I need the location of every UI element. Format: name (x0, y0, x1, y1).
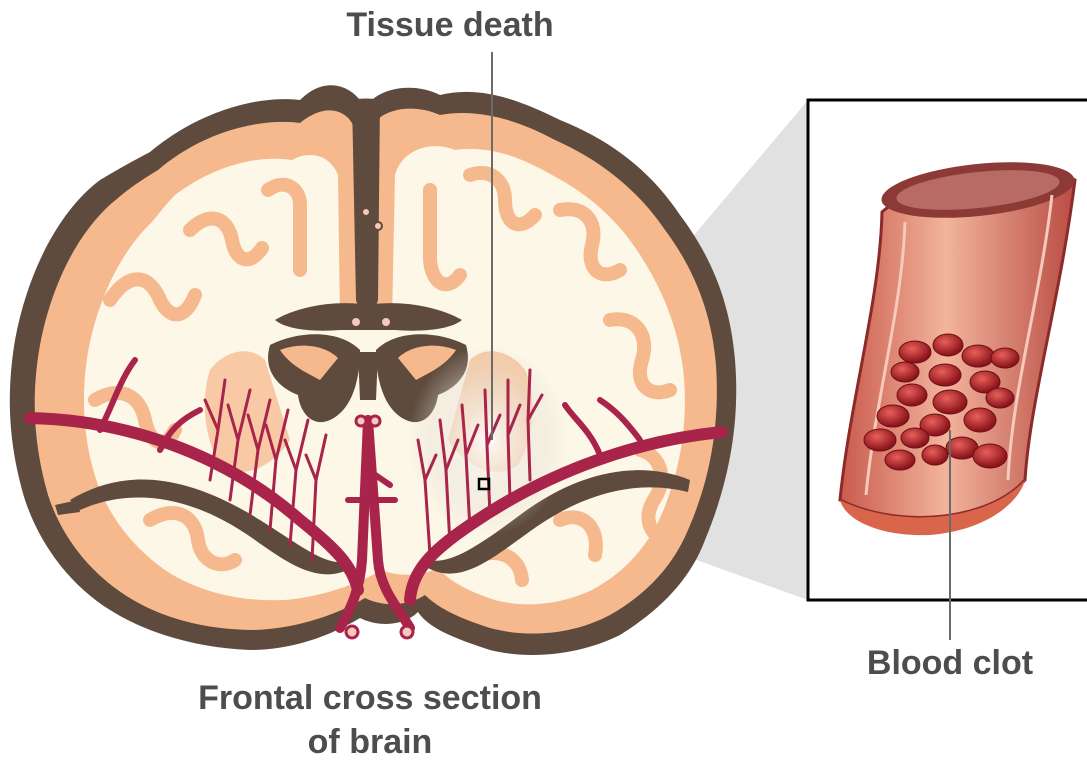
brain-section-caption-line2: of brain (160, 720, 580, 764)
blood-clot-label: Blood clot (820, 644, 1080, 683)
tissue-death-label: Tissue death (300, 6, 600, 45)
brain-section-caption-line1: Frontal cross section (160, 676, 580, 720)
brain-cross-section (10, 52, 736, 655)
brain-section-caption: Frontal cross section of brain (160, 676, 580, 764)
longitudinal-fissure (352, 99, 380, 310)
